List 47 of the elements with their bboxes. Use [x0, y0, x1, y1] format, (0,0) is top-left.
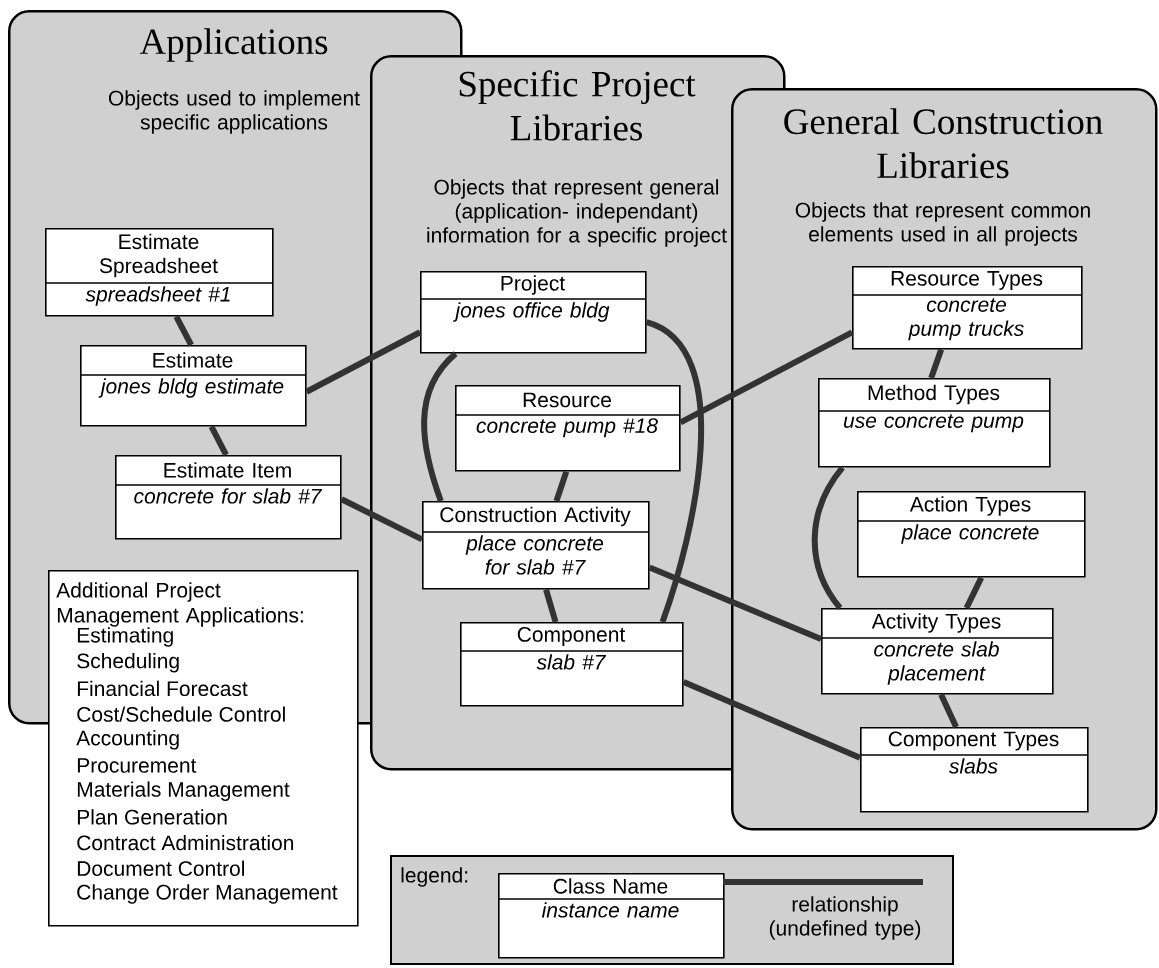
relationship-line [305, 329, 422, 395]
relationship-line [682, 679, 862, 761]
list-item: Scheduling [77, 652, 179, 673]
relationship-line [208, 425, 229, 457]
list-item: Document Control [77, 860, 244, 876]
class-box: Component Types slabs [859, 727, 1089, 813]
list-item: Accounting [76, 730, 179, 750]
list-item: Plan Generation [77, 809, 227, 825]
list-item: Procurement [77, 758, 197, 773]
class-box: Method Types use concrete pump [817, 378, 1051, 468]
relationship-line [543, 588, 559, 623]
class-box: Resource concrete pump #18 [454, 385, 681, 472]
list-item: Estimating [77, 627, 173, 647]
class-box: Estimate jones bldg estimate [79, 345, 307, 427]
class-box: Estimate Spreadsheet spreadsheet #1 [44, 228, 274, 317]
legend-text: relationship (undefined type) [769, 896, 921, 940]
panel-description: Objects used to implement specific applications [108, 90, 360, 134]
list-heading: Additional Project Management Applications: [56, 582, 303, 627]
relationship-line [553, 470, 570, 502]
list-item: Financial Forecast [77, 680, 248, 697]
relationship-line [938, 693, 959, 729]
relationship-line [963, 576, 984, 610]
class-box: Resource Types concrete pump trucks [851, 266, 1083, 350]
class-box: Project jones office bldg [419, 271, 647, 354]
relationship-line [811, 465, 845, 610]
relationship-line [173, 315, 194, 347]
relationship-line [340, 496, 424, 542]
panel-title: Specific Project Libraries [459, 70, 696, 141]
relationship-line [645, 319, 704, 623]
list-item: Contract Administration [77, 834, 294, 851]
panel-title: General Construction Libraries [784, 108, 1103, 179]
list-item: Materials Management [77, 781, 290, 801]
class-box: Construction Activity place concrete for slab #7 [421, 501, 650, 590]
list-item: Change Order Management [77, 884, 338, 904]
list-item: Cost/Schedule Control [77, 706, 285, 722]
panel-description: Objects that represent common elements used in all projects [795, 202, 1090, 246]
panel-title: Applications [139, 28, 328, 62]
class-box: Class Name instance name [497, 873, 725, 959]
class-box: Activity Types concrete slab placement [820, 608, 1054, 695]
class-box: Component slab #7 [459, 622, 684, 707]
panel-description: Objects that represent general (application- independant) information for a specific project [427, 179, 727, 247]
class-box: Action Types place concrete [856, 491, 1086, 578]
relationship-line [928, 348, 945, 379]
relationship-line [648, 564, 823, 642]
class-box: Estimate Item concrete for slab #7 [114, 455, 342, 540]
relationship-line [421, 351, 458, 502]
relationship-line [679, 329, 854, 426]
